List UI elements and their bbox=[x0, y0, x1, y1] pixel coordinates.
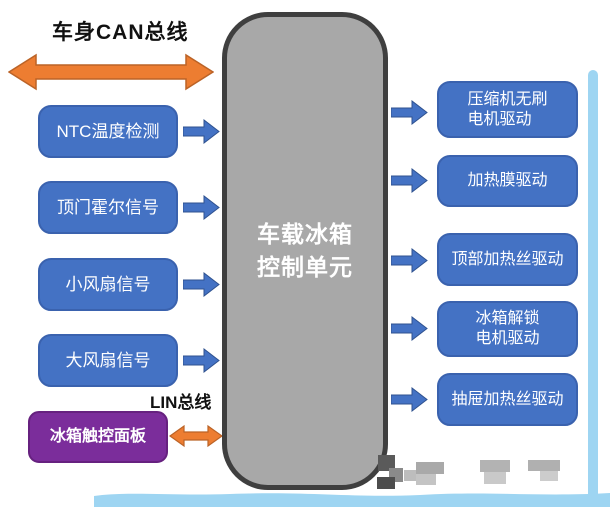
output-box-fridge-unlock-motor: 冰箱解锁 电机驱动 bbox=[437, 301, 578, 357]
touch-panel-box: 冰箱触控面板 bbox=[28, 411, 168, 463]
output-box-compressor-brushless-motor: 压缩机无刷 电机驱动 bbox=[437, 81, 578, 138]
output-label: 加热膜驱动 bbox=[467, 172, 548, 189]
input-label: 小风扇信号 bbox=[65, 274, 151, 294]
output-box-drawer-heating-wire: 抽屉加热丝驱动 bbox=[437, 373, 578, 426]
right-arrow-icon bbox=[391, 168, 428, 193]
right-arrow-icon bbox=[391, 316, 428, 341]
right-arrow-icon bbox=[183, 348, 220, 373]
input-box-large-fan-signal: 大风扇信号 bbox=[38, 334, 178, 387]
lin-bus-title: LIN总线 bbox=[150, 393, 212, 412]
output-box-heating-film: 加热膜驱动 bbox=[437, 155, 578, 207]
right-arrow-icon bbox=[391, 100, 428, 125]
right-arrow-icon bbox=[391, 387, 428, 412]
watermark-mosaic bbox=[416, 474, 436, 485]
output-label: 冰箱解锁 电机驱动 bbox=[475, 310, 540, 347]
watermark-mosaic bbox=[416, 462, 444, 474]
watermark-mosaic bbox=[528, 460, 560, 471]
watermark-mosaic bbox=[484, 472, 506, 484]
watermark-mosaic bbox=[404, 470, 416, 481]
control-unit-box: 车载冰箱 控制单元 bbox=[222, 12, 388, 490]
input-box-top-door-hall-signal: 顶门霍尔信号 bbox=[38, 181, 178, 234]
input-label: 大风扇信号 bbox=[65, 350, 151, 370]
output-label: 压缩机无刷 电机驱动 bbox=[467, 90, 548, 128]
watermark-mosaic bbox=[540, 471, 558, 481]
control-unit-label: 车载冰箱 控制单元 bbox=[257, 220, 353, 280]
lin-bus-double-arrow-icon bbox=[169, 424, 223, 448]
output-box-top-heating-wire: 顶部加热丝驱动 bbox=[437, 233, 578, 286]
watermark-mosaic bbox=[480, 460, 510, 472]
watermark-mosaic bbox=[377, 477, 395, 489]
right-arrow-icon bbox=[183, 119, 220, 144]
output-label: 顶部加热丝驱动 bbox=[451, 250, 564, 268]
touch-panel-label: 冰箱触控面板 bbox=[49, 428, 146, 445]
frame-right-bar bbox=[588, 70, 598, 507]
can-bus-double-arrow-icon bbox=[8, 53, 214, 91]
can-bus-title: 车身CAN总线 bbox=[52, 21, 189, 44]
input-box-small-fan-signal: 小风扇信号 bbox=[38, 258, 178, 311]
output-label: 抽屉加热丝驱动 bbox=[451, 390, 564, 408]
input-label: 顶门霍尔信号 bbox=[57, 197, 159, 217]
right-arrow-icon bbox=[391, 248, 428, 273]
input-label: NTC温度检测 bbox=[56, 121, 160, 141]
right-arrow-icon bbox=[183, 195, 220, 220]
watermark-mosaic bbox=[378, 455, 395, 471]
frame-bottom-wave bbox=[94, 493, 610, 507]
input-box-ntc-temperature: NTC温度检测 bbox=[38, 105, 178, 158]
right-arrow-icon bbox=[183, 272, 220, 297]
